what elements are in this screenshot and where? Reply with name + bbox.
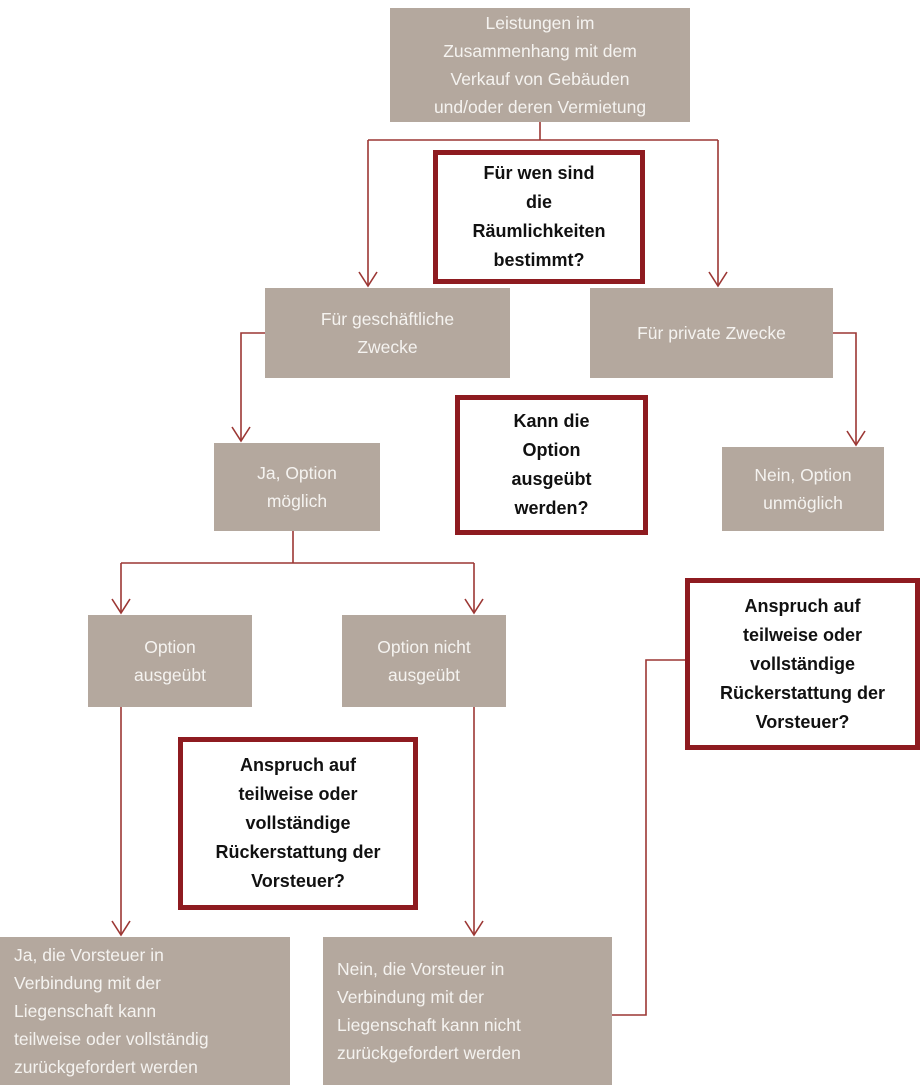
- arrowhead-down-icon: [464, 920, 484, 937]
- node-ja-option-moeglich: Ja, Option möglich: [214, 443, 380, 531]
- connector-business-ja: [240, 332, 265, 440]
- arrowhead-down-icon: [464, 598, 484, 615]
- arrowhead-down-icon: [231, 426, 251, 443]
- arrowhead-down-icon: [111, 920, 131, 937]
- node-ja-vorsteuer-rueckforderbar: Ja, die Vorsteuer in Verbindung mit der …: [0, 937, 290, 1085]
- arrowhead-down-icon: [358, 271, 378, 288]
- question-option-ausgeuebt-werden: Kann die Option ausgeübt werden?: [455, 395, 648, 535]
- question-raeumlichkeiten-bestimmt: Für wen sind die Räumlichkeiten bestimmt…: [433, 150, 645, 284]
- node-option-ausgeuebt: Option ausgeübt: [88, 615, 252, 707]
- arrowhead-down-icon: [111, 598, 131, 615]
- question-anspruch-rueckerstattung-links: Anspruch auf teilweise oder vollständige…: [178, 737, 418, 910]
- question-anspruch-rueckerstattung-rechts: Anspruch auf teilweise oder vollständige…: [685, 578, 920, 750]
- node-private-zwecke: Für private Zwecke: [590, 288, 833, 378]
- node-nein-option-unmoeglich: Nein, Option unmöglich: [722, 447, 884, 531]
- node-leistungen-verkauf-vermietung: Leistungen im Zusammenhang mit dem Verka…: [390, 8, 690, 122]
- connector-root-split: [367, 122, 719, 285]
- node-geschaeftliche-zwecke: Für geschäftliche Zwecke: [265, 288, 510, 378]
- node-option-nicht-ausgeuebt: Option nicht ausgeübt: [342, 615, 506, 707]
- connector-private-nein: [833, 332, 857, 444]
- arrowhead-down-icon: [708, 271, 728, 288]
- connector-jaoption-split: [120, 531, 475, 612]
- arrowhead-down-icon: [846, 430, 866, 447]
- node-nein-vorsteuer-nicht-rueckforderbar: Nein, die Vorsteuer in Verbindung mit de…: [323, 937, 612, 1085]
- connector-anspruch-rechts-nein: [598, 659, 685, 1016]
